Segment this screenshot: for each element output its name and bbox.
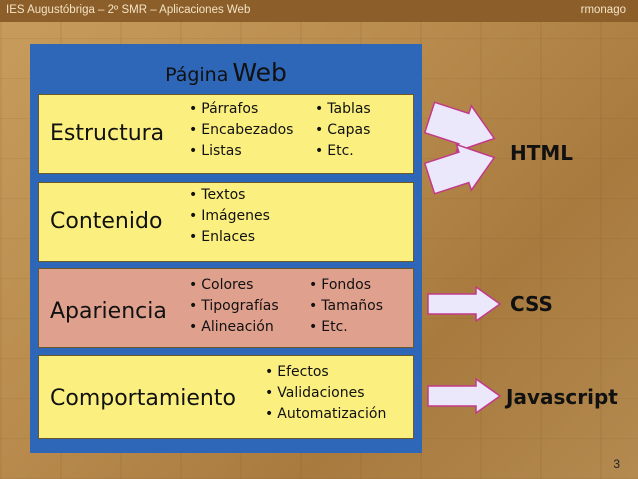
box-list-col2: Tablas Capas Etc. (315, 99, 371, 162)
box-list-col1: Textos Imágenes Enlaces (189, 185, 270, 248)
box-contenido: Contenido Textos Imágenes Enlaces (38, 182, 414, 262)
label-html: HTML (510, 141, 574, 165)
list-item: Validaciones (265, 383, 386, 404)
arrow-estructura-to-html (424, 101, 496, 153)
page-number: 3 (613, 457, 620, 471)
header-left-text: IES Augustóbriga – 2º SMR – Aplicaciones… (6, 4, 251, 16)
panel-title-part1: Página (165, 64, 229, 86)
list-item: Capas (315, 120, 371, 141)
panel-title-part2: Web (232, 58, 287, 87)
list-item: Párrafos (189, 99, 293, 120)
list-item: Imágenes (189, 206, 270, 227)
box-estructura: Estructura Párrafos Encabezados Listas T… (38, 94, 414, 174)
list-item: Enlaces (189, 227, 270, 248)
box-title: Comportamiento (50, 386, 236, 411)
list-item: Tablas (315, 99, 370, 120)
box-comportamiento: Comportamiento Efectos Validaciones Auto… (38, 355, 414, 439)
label-javascript: Javascript (506, 385, 618, 409)
list-item: Efectos (265, 362, 386, 383)
arrow-contenido-to-html (424, 143, 496, 195)
box-list-col1: Efectos Validaciones Automatización (265, 362, 386, 425)
list-item: Etc. (309, 317, 383, 338)
list-item: Etc. (315, 141, 371, 162)
arrows-html (424, 101, 496, 195)
box-list-col1: Párrafos Encabezados Listas (189, 99, 293, 162)
list-item: Fondos (309, 275, 383, 296)
box-title: Estructura (50, 121, 165, 146)
arrow-apariencia-to-css (427, 286, 502, 322)
list-item: Tipografías (189, 296, 278, 317)
arrow-comportamiento-to-js (427, 378, 502, 414)
box-list-col2: Fondos Tamaños Etc. (309, 275, 383, 338)
box-title: Apariencia (50, 299, 167, 324)
box-title: Contenido (50, 209, 163, 234)
list-item: Tamaños (309, 296, 383, 317)
label-css: CSS (510, 292, 553, 316)
header-author: rmonago (580, 4, 626, 16)
list-item: Encabezados (189, 120, 293, 141)
header-bar: IES Augustóbriga – 2º SMR – Aplicaciones… (0, 0, 638, 22)
box-apariencia: Apariencia Colores Tipografías Alineació… (38, 268, 414, 348)
list-item: Alineación (189, 317, 279, 338)
list-item: Colores (189, 275, 279, 296)
list-item: Listas (189, 141, 293, 162)
box-list-col1: Colores Tipografías Alineación (189, 275, 279, 338)
list-item: Automatización (265, 404, 386, 425)
list-item: Textos (189, 185, 270, 206)
